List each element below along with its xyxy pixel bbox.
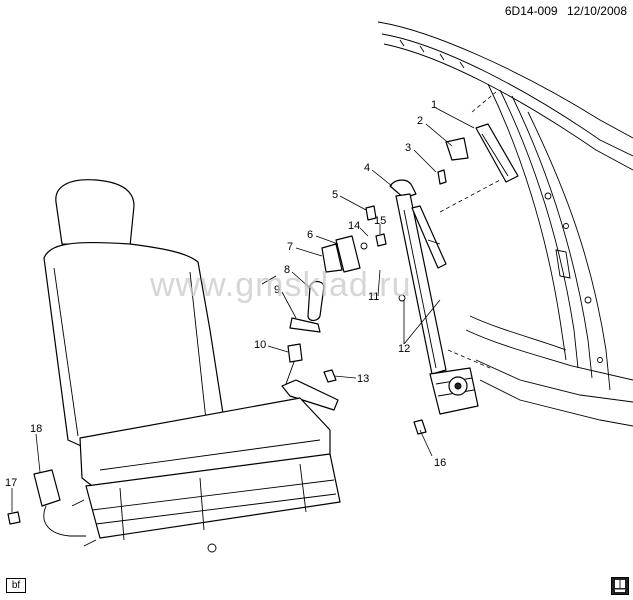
callout-1: 1 [431, 99, 437, 111]
diagram-header: 6D14-009 12/10/2008 [499, 4, 627, 18]
callout-3: 3 [405, 142, 411, 154]
watermark: www.gmsklad.ru [150, 266, 412, 304]
callout-10: 10 [254, 339, 266, 351]
belt-retractor [413, 367, 479, 435]
seat-belt-anchor-parts [281, 205, 387, 411]
callout-8: 8 [284, 264, 290, 276]
callout-16: 16 [434, 457, 446, 469]
body-pillar [377, 21, 633, 427]
callout-11: 11 [368, 291, 379, 303]
shoulder-belt [389, 179, 447, 375]
callout-18: 18 [30, 423, 42, 435]
diagram-code: 6D14-009 [504, 4, 558, 18]
footer-badge: bf [6, 578, 26, 593]
callout-12: 12 [398, 343, 410, 355]
leader-lines [11, 107, 475, 512]
callout-6: 6 [307, 229, 313, 241]
callout-14: 14 [348, 220, 360, 232]
callout-4: 4 [364, 162, 370, 174]
reference-lines [439, 91, 501, 369]
book-icon [611, 577, 629, 595]
callout-13: 13 [357, 373, 369, 385]
callout-9: 9 [274, 284, 280, 296]
height-adjuster [437, 123, 519, 185]
callout-15: 15 [374, 215, 386, 227]
callout-7: 7 [287, 241, 293, 253]
callout-5: 5 [332, 189, 338, 201]
callout-2: 2 [417, 115, 423, 127]
seat-belt-buckle [7, 469, 86, 537]
callout-17: 17 [5, 477, 17, 489]
diagram-date: 12/10/2008 [566, 4, 627, 18]
callout-labels: 1 2 3 4 5 6 7 8 9 10 11 12 13 14 15 16 1… [5, 99, 446, 489]
seat-assembly [43, 179, 341, 553]
